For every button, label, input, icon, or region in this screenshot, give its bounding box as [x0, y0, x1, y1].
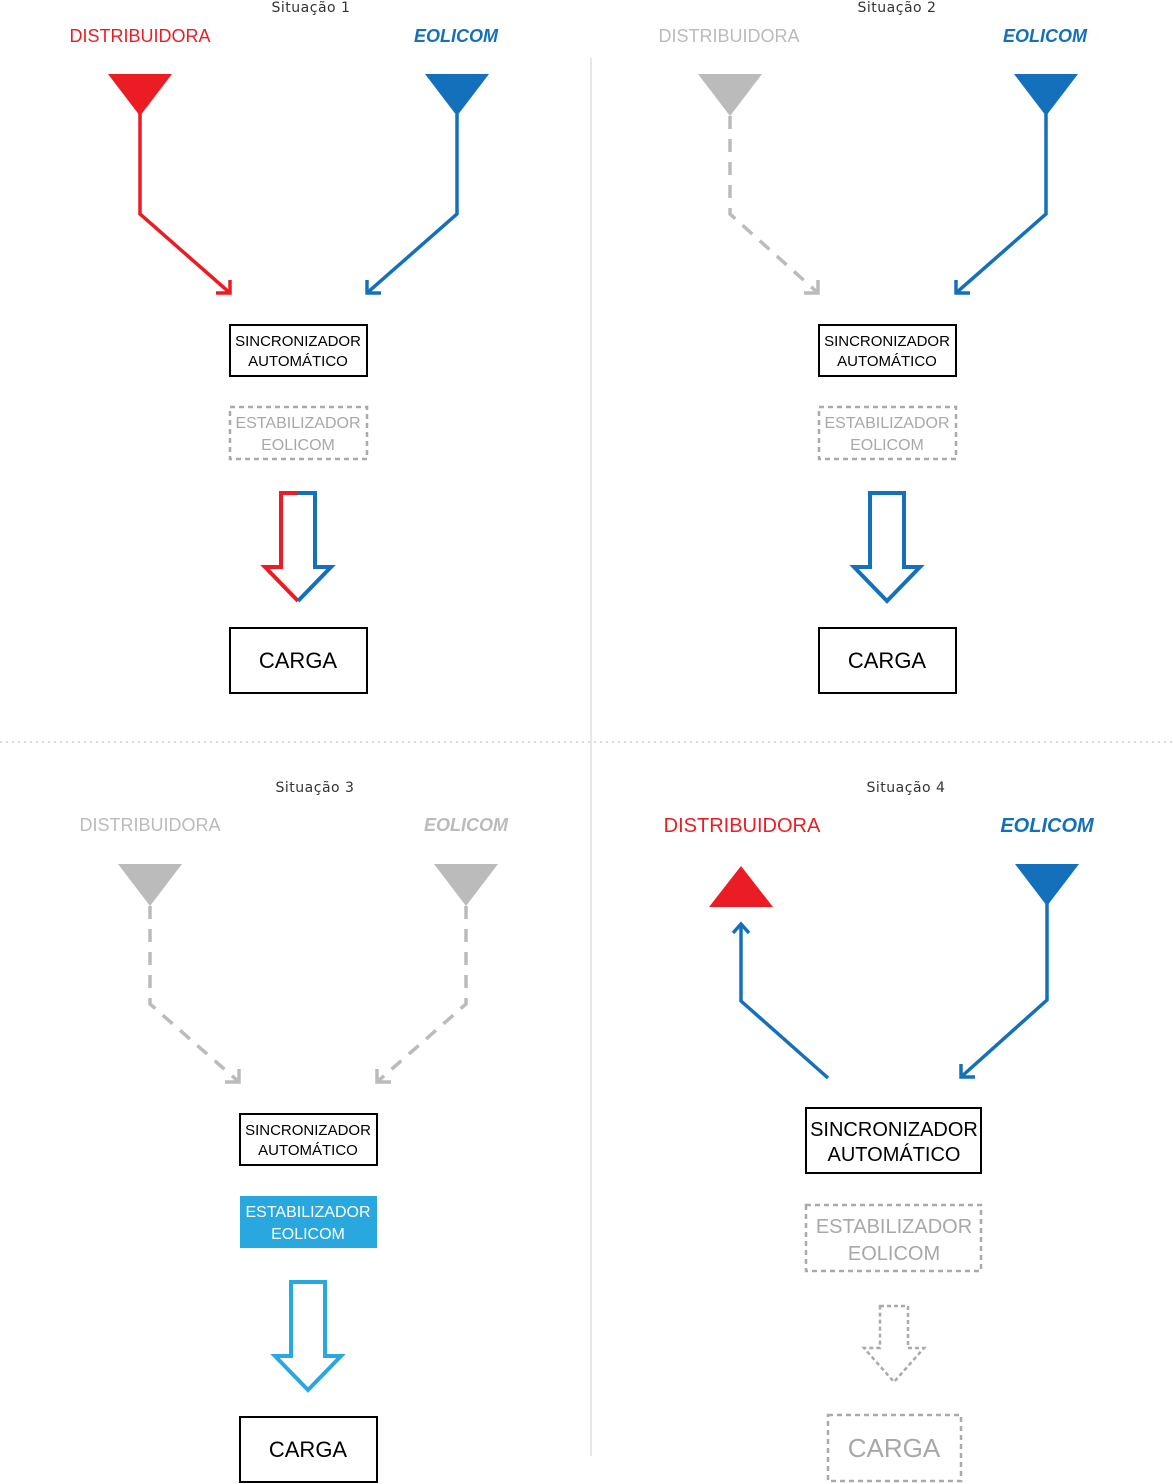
eolicom-flow-arrow: [959, 902, 1049, 1079]
sincronizador-line1: SINCRONIZADOR: [810, 1119, 978, 1141]
carga-label: CARGA: [269, 1437, 348, 1462]
distribuidora-label: DISTRIBUIDORA: [69, 26, 210, 46]
sincronizador-line2: AUTOMÁTICO: [258, 1142, 358, 1159]
estabilizador-line2: EOLICOM: [850, 437, 924, 454]
output-arrow: [260, 491, 336, 603]
eolicom-source-icon: [1014, 74, 1078, 116]
estabilizador-line1: ESTABILIZADOR: [245, 1204, 370, 1221]
situation-title: Situação 2: [858, 0, 937, 16]
situation-title: Situação 1: [272, 0, 351, 16]
eolicom-label: EOLICOM: [424, 815, 509, 835]
distribuidora-flow-arrow: [728, 116, 820, 295]
sincronizador-box: [818, 324, 957, 377]
eolicom-label: EOLICOM: [1000, 815, 1095, 837]
estabilizador-line1: ESTABILIZADOR: [235, 415, 360, 432]
distribuidora-label: DISTRIBUIDORA: [658, 26, 799, 46]
carga-label: CARGA: [259, 648, 338, 673]
estabilizador-box: [228, 405, 369, 461]
distribuidora-export-icon: [709, 866, 773, 907]
situation-title: Situação 3: [276, 780, 355, 796]
eolicom-source-icon: [434, 864, 498, 906]
carga-box: [229, 627, 368, 694]
sincronizador-line2: AUTOMÁTICO: [837, 353, 937, 370]
sincronizador-line1: SINCRONIZADOR: [245, 1122, 371, 1139]
output-arrow: [270, 1280, 346, 1393]
distribuidora-label: DISTRIBUIDORA: [79, 815, 220, 835]
distribuidora-source-icon: [108, 74, 172, 116]
distribuidora-flow-arrow: [148, 906, 241, 1084]
estabilizador-line2: EOLICOM: [848, 1243, 940, 1265]
sincronizador-line1: SINCRONIZADOR: [235, 333, 361, 350]
situation-1-panel: Situação 1 DISTRIBUIDORA EOLICOM SINCRON…: [69, 0, 499, 694]
distribuidora-source-icon: [118, 864, 182, 906]
output-arrow: [849, 491, 925, 604]
sincronizador-box: [229, 324, 368, 377]
output-arrow: [861, 1304, 927, 1384]
sincronizador-box: [805, 1107, 982, 1174]
situation-4-panel: Situação 4 DISTRIBUIDORA EOLICOM SINCRON…: [664, 780, 1095, 1483]
export-flow-arrow: [739, 925, 830, 1080]
estabilizador-line1: ESTABILIZADOR: [824, 415, 949, 432]
estabilizador-line1: ESTABILIZADOR: [816, 1216, 972, 1238]
eolicom-source-icon: [425, 74, 489, 116]
estabilizador-box: [817, 405, 958, 461]
carga-box: [239, 1416, 378, 1483]
estabilizador-line2: EOLICOM: [271, 1226, 345, 1243]
carga-box: [818, 627, 957, 694]
eolicom-label: EOLICOM: [414, 26, 499, 46]
estabilizador-box: [804, 1203, 983, 1273]
situation-2-panel: Situação 2 DISTRIBUIDORA EOLICOM SINCRON…: [658, 0, 1088, 694]
sincronizador-line1: SINCRONIZADOR: [824, 333, 950, 350]
eolicom-flow-arrow: [375, 906, 468, 1084]
eolicom-flow-arrow: [365, 112, 459, 295]
estabilizador-line2: EOLICOM: [261, 437, 335, 454]
eolicom-label: EOLICOM: [1003, 26, 1088, 46]
eolicom-source-icon: [1015, 864, 1079, 906]
distribuidora-label: DISTRIBUIDORA: [664, 815, 821, 837]
distribuidora-flow-arrow: [138, 112, 232, 295]
carga-box: [826, 1413, 963, 1483]
eolicom-flow-arrow: [954, 112, 1048, 295]
sincronizador-box: [239, 1113, 378, 1166]
carga-label: CARGA: [848, 648, 927, 673]
situation-title: Situação 4: [867, 780, 946, 796]
carga-label: CARGA: [848, 1433, 941, 1463]
sincronizador-line2: AUTOMÁTICO: [248, 353, 348, 370]
situation-3-panel: Situação 3 DISTRIBUIDORA EOLICOM SINCRON…: [79, 780, 509, 1483]
distribuidora-source-icon: [698, 74, 762, 116]
sincronizador-line2: AUTOMÁTICO: [828, 1143, 961, 1166]
estabilizador-box: [240, 1196, 377, 1248]
